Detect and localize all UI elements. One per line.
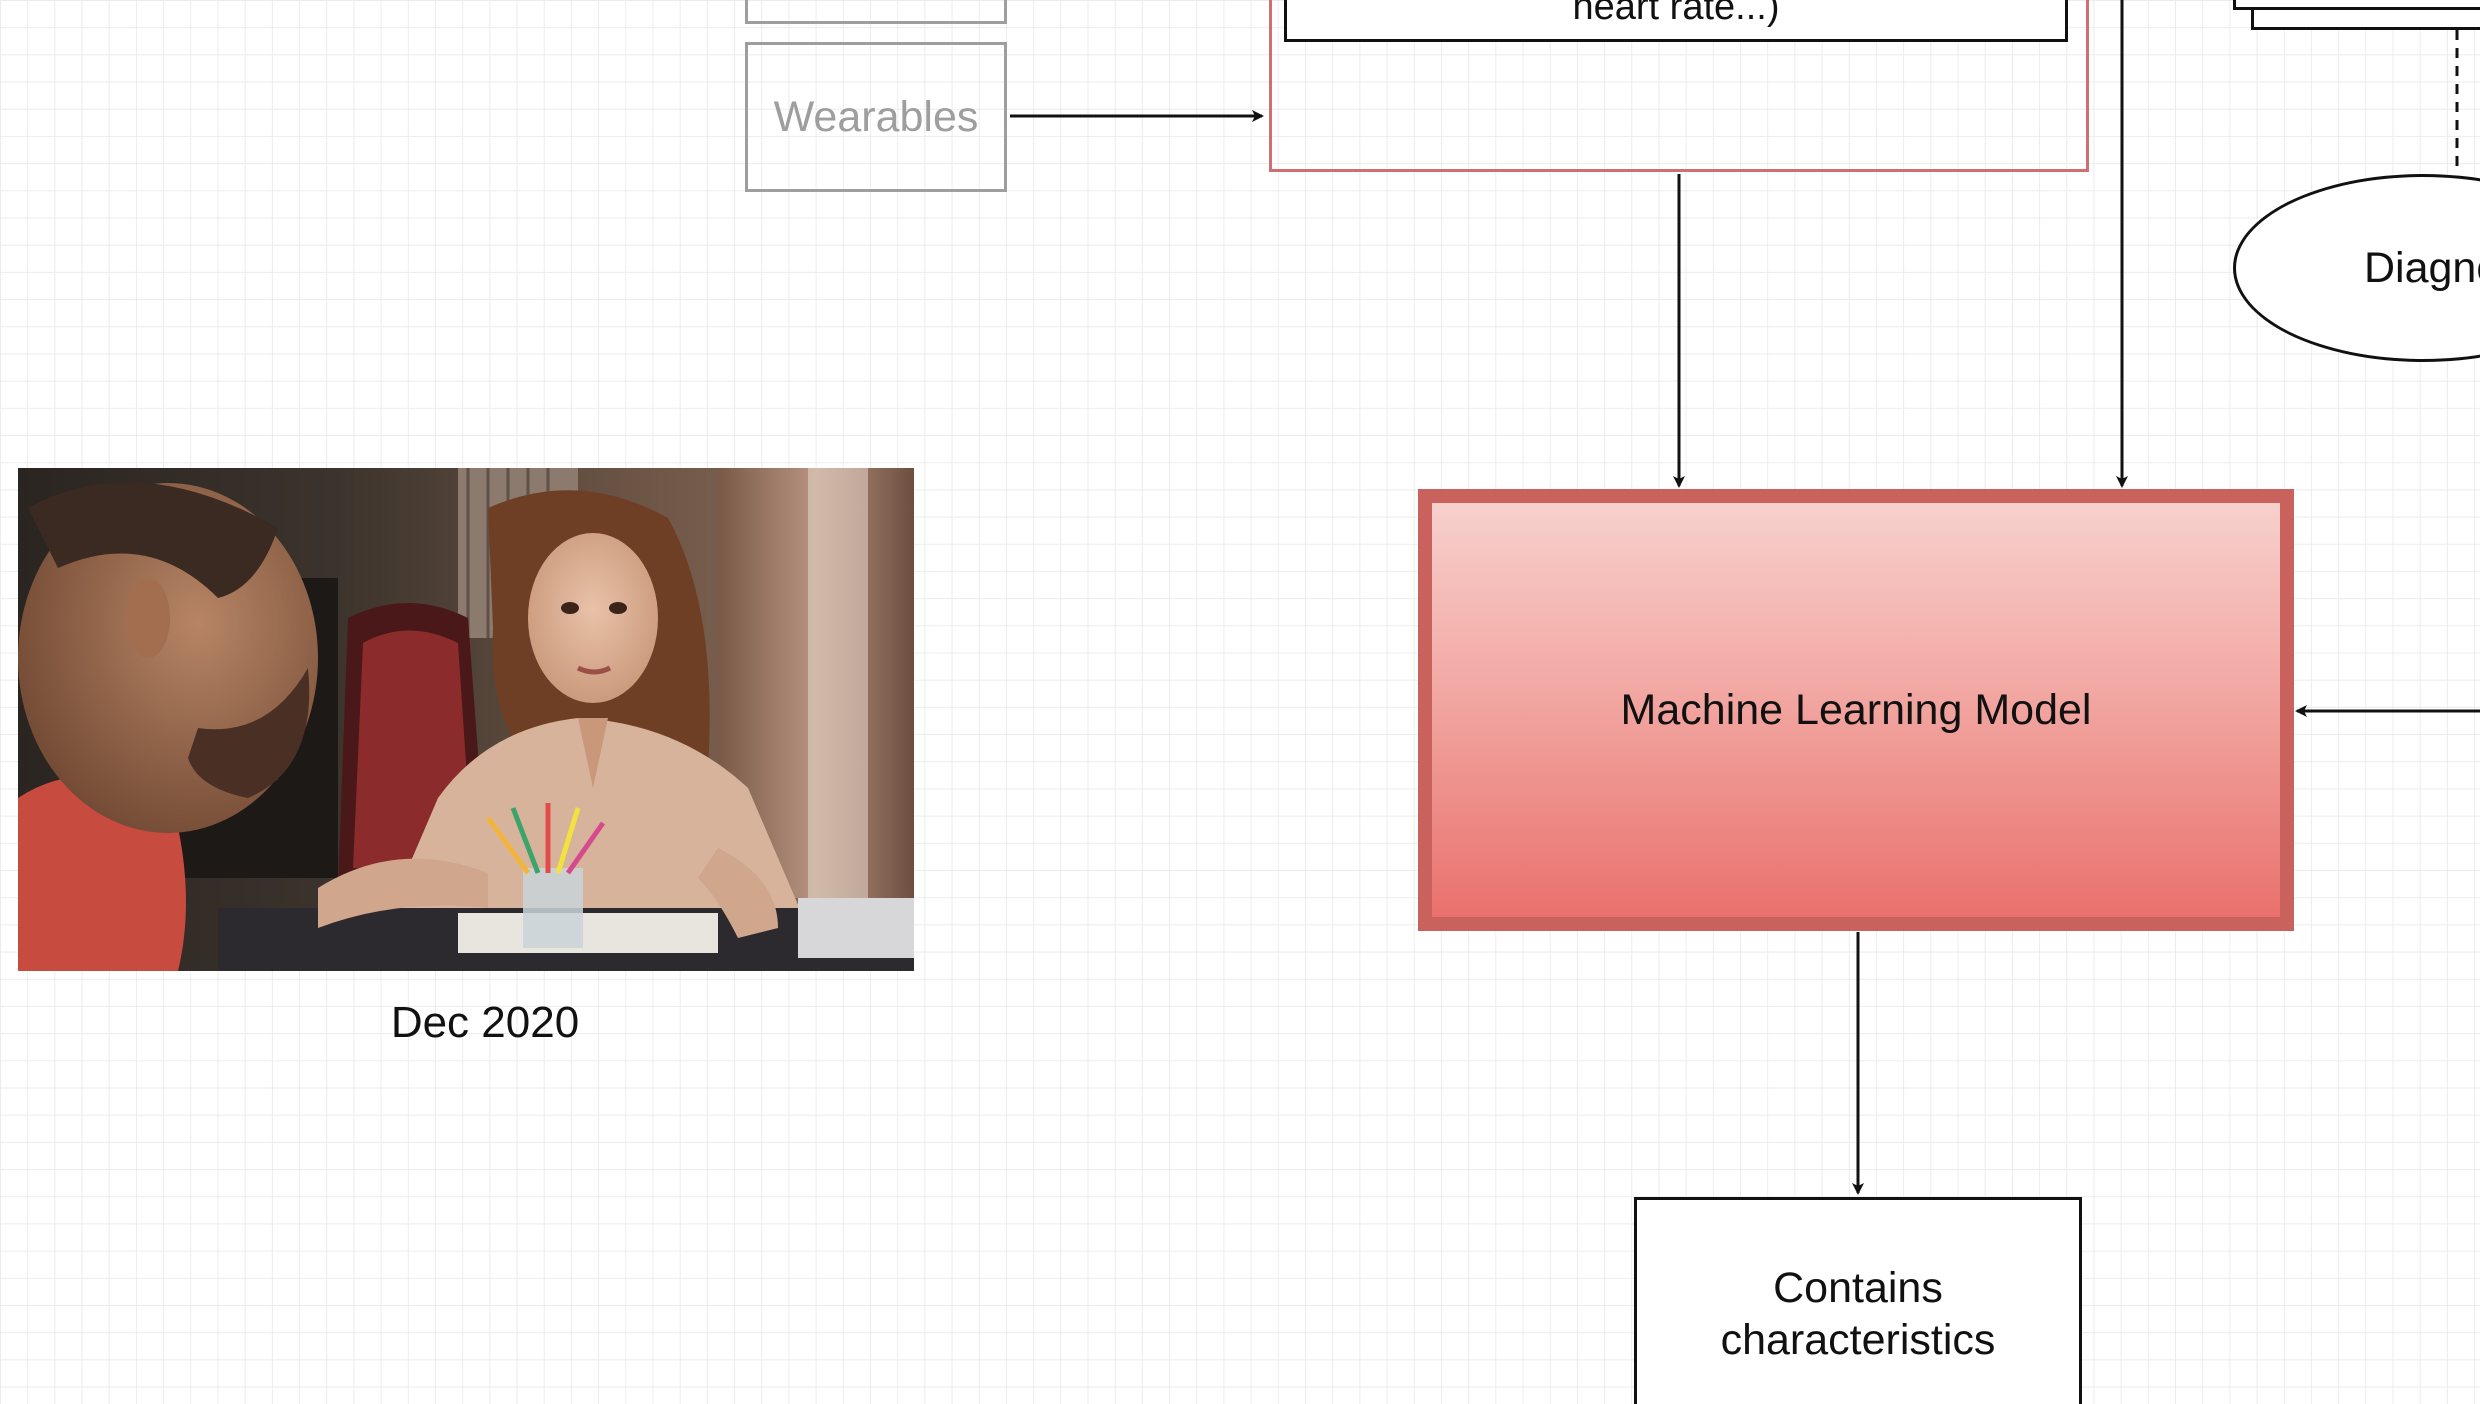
diagnosis-label: Diagno bbox=[2364, 243, 2480, 292]
characteristics-line-2: characteristics bbox=[1720, 1316, 1996, 1364]
heart-rate-label: heart rate...) bbox=[1572, 0, 1780, 28]
characteristics-label: Contains characteristics bbox=[1721, 1262, 1996, 1366]
photo-illustration bbox=[18, 468, 914, 971]
heart-rate-node[interactable]: heart rate...) bbox=[1284, 0, 2068, 42]
wearables-node[interactable]: Wearables bbox=[745, 42, 1007, 192]
characteristics-node[interactable]: Contains characteristics bbox=[1634, 1197, 2082, 1404]
input-data-container[interactable] bbox=[1269, 0, 2089, 172]
document-stack-front[interactable] bbox=[2233, 0, 2480, 10]
ml-model-label: Machine Learning Model bbox=[1620, 685, 2092, 734]
wearables-label: Wearables bbox=[773, 92, 979, 141]
people-at-desk-photo bbox=[18, 468, 914, 971]
ml-model-node[interactable]: Machine Learning Model bbox=[1418, 489, 2294, 931]
partial-node-top[interactable] bbox=[745, 0, 1007, 24]
characteristics-line-1: Contains bbox=[1773, 1264, 1943, 1312]
photo-date-caption: Dec 2020 bbox=[390, 998, 580, 1047]
